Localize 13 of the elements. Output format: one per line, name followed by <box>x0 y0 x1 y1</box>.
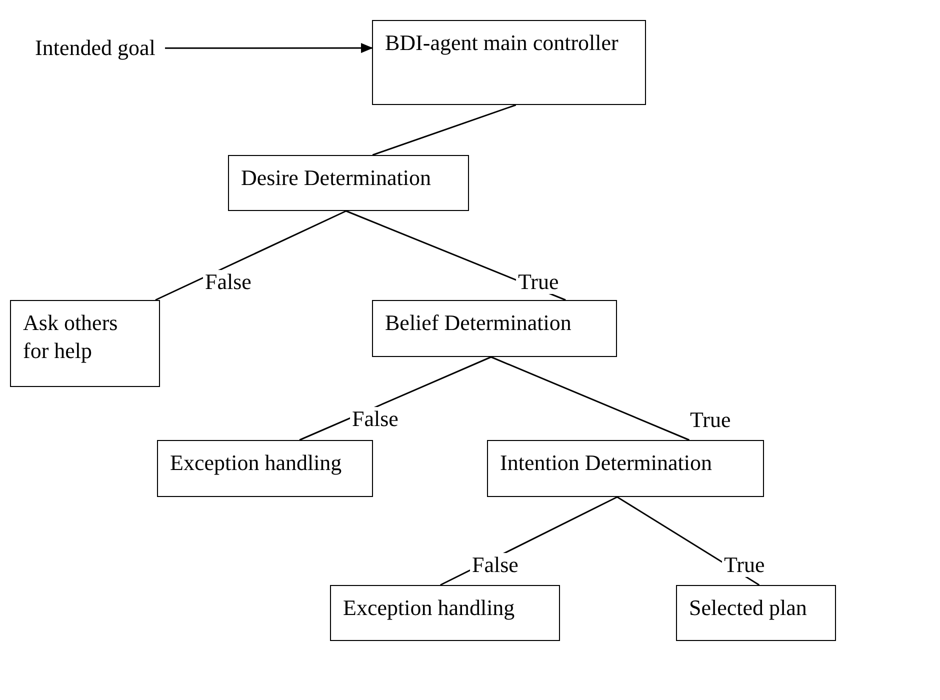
process-box: Ask others for help <box>10 300 160 387</box>
process-box: Belief Determination <box>372 300 617 357</box>
process-box: Selected plan <box>676 585 836 641</box>
arrow <box>165 43 373 54</box>
process-box: Exception handling <box>330 585 560 641</box>
process-box: Desire Determination <box>228 155 469 211</box>
process-box: Exception handling <box>157 440 373 497</box>
input-label: Intended goal <box>35 34 165 64</box>
process-box: Intention Determination <box>487 440 764 497</box>
connector-line <box>490 356 690 441</box>
process-box: BDI-agent main controller <box>372 20 646 105</box>
connector-line <box>155 210 346 301</box>
connector-line <box>372 104 516 156</box>
